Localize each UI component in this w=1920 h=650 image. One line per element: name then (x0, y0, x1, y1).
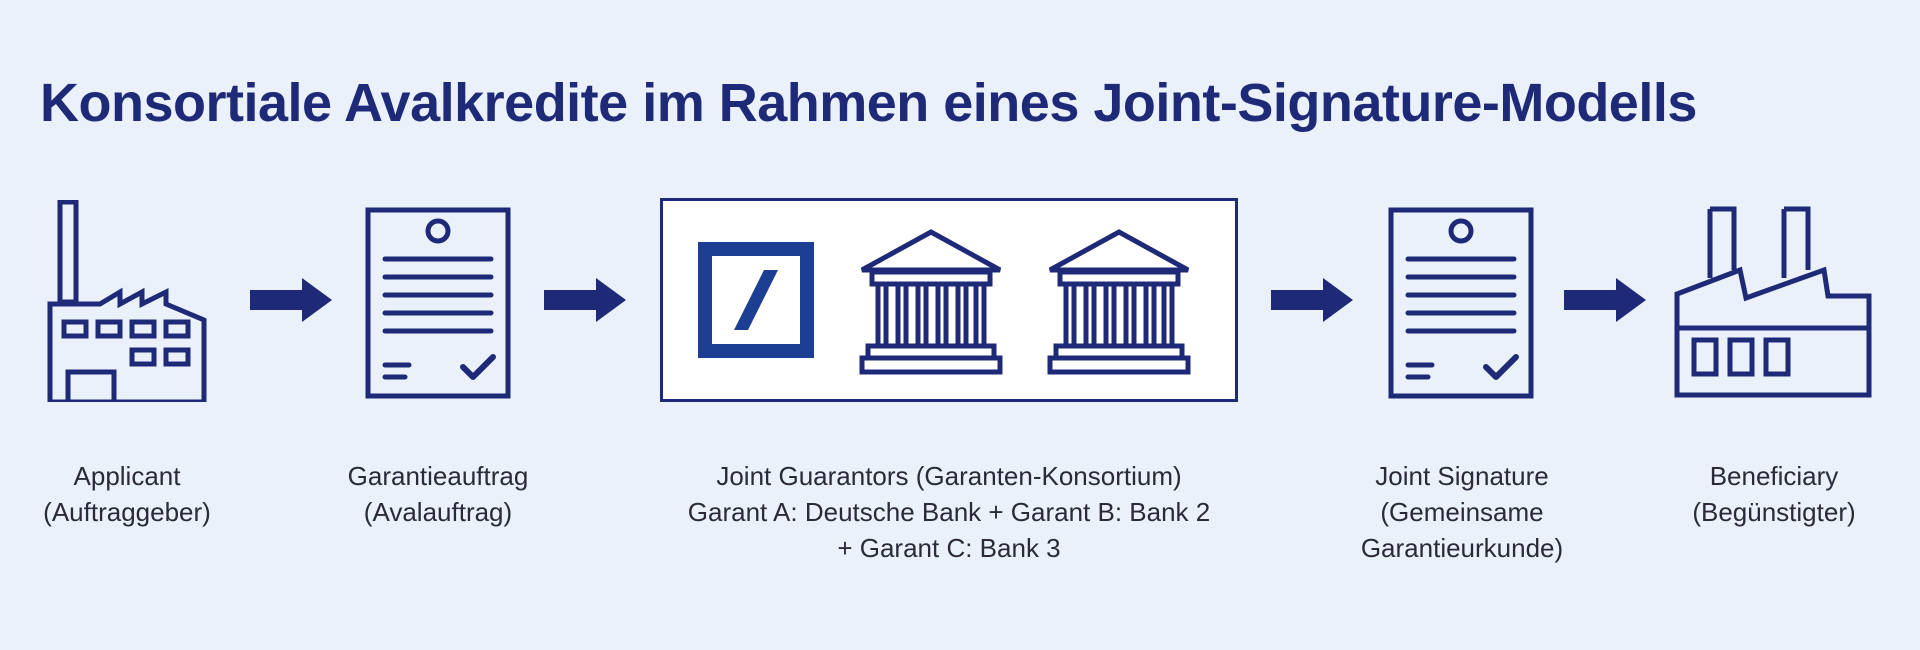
caption-line: (Begünstigter) (1692, 497, 1856, 527)
caption-line: Garant A: Deutsche Bank + Garant B: Bank… (687, 497, 1211, 527)
guarantors-caption: Joint Guarantors (Garanten-Konsortium) G… (688, 458, 1210, 566)
page-title: Konsortiale Avalkredite im Rahmen eines … (40, 73, 1697, 133)
arrow-right-icon (1564, 278, 1646, 327)
applicant-caption: Applicant (Auftraggeber) (43, 458, 211, 530)
caption-line: Garantieauftrag (347, 461, 529, 491)
factory-icon (46, 200, 208, 402)
arrow-right-icon (544, 278, 626, 327)
caption-line: Applicant (73, 461, 181, 491)
arrow-right-icon (250, 278, 332, 327)
bank-building-icon (858, 228, 1004, 376)
caption-line: Joint Signature (1375, 461, 1549, 491)
bank-building-icon (1046, 228, 1192, 376)
caption-line: (Avalauftrag) (363, 497, 513, 527)
caption-line: Garantieurkunde) (1360, 533, 1564, 563)
signature-caption: Joint Signature (Gemeinsame Garantieurku… (1361, 458, 1563, 566)
document-icon (1388, 207, 1534, 399)
caption-line: + Garant C: Bank 3 (837, 533, 1061, 563)
beneficiary-caption: Beneficiary (Begünstigter) (1692, 458, 1855, 530)
caption-line: Joint Guarantors (Garanten-Konsortium) (716, 461, 1182, 491)
caption-line: (Auftraggeber) (43, 497, 211, 527)
order-caption: Garantieauftrag (Avalauftrag) (348, 458, 529, 530)
deutsche-bank-logo (698, 242, 814, 358)
factory-icon (1674, 206, 1872, 398)
document-icon (365, 207, 511, 399)
caption-line: Beneficiary (1709, 461, 1839, 491)
arrow-right-icon (1271, 278, 1353, 327)
consortium-box (660, 198, 1238, 402)
caption-line: (Gemeinsame (1380, 497, 1544, 527)
